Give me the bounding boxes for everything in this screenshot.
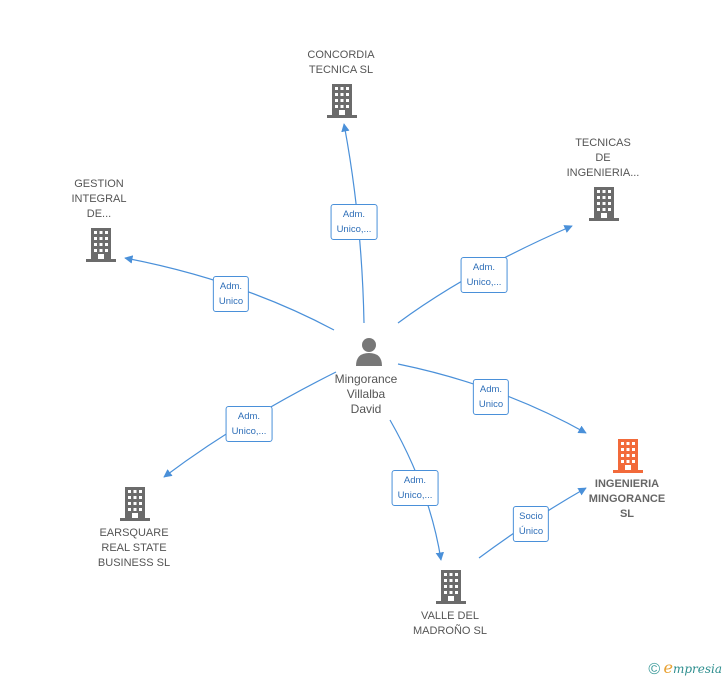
building-icon[interactable] bbox=[85, 228, 117, 262]
building-icon[interactable] bbox=[119, 487, 151, 521]
company-label-ingenieria[interactable]: INGENIERIA MINGORANCE SL bbox=[588, 478, 666, 520]
edge-label-ingenieria[interactable]: Adm. Unico bbox=[472, 379, 510, 415]
person-icon[interactable] bbox=[354, 336, 384, 366]
edge-label-valle-ingenieria[interactable]: Socio Único bbox=[512, 506, 550, 542]
building-icon[interactable] bbox=[435, 570, 467, 604]
brand-logo[interactable]: empresia bbox=[663, 658, 722, 677]
building-icon[interactable] bbox=[326, 84, 358, 118]
edge-label-concordia[interactable]: Adm. Unico,... bbox=[330, 204, 378, 240]
company-label-tecnicas[interactable]: TECNICAS DE INGENIERIA... bbox=[566, 137, 640, 179]
edge-label-earsquare[interactable]: Adm. Unico,... bbox=[225, 406, 273, 442]
building-icon[interactable] bbox=[612, 439, 644, 473]
person-label[interactable]: Mingorance Villalba David bbox=[334, 372, 398, 416]
edge-label-gestion[interactable]: Adm. Unico bbox=[212, 276, 250, 312]
company-label-concordia[interactable]: CONCORDIA TECNICA SL bbox=[307, 49, 375, 76]
company-label-earsquare[interactable]: EARSQUARE REAL STATE BUSINESS SL bbox=[97, 527, 171, 569]
edge-label-valle[interactable]: Adm. Unico,... bbox=[391, 470, 439, 506]
company-label-gestion[interactable]: GESTION INTEGRAL DE... bbox=[71, 178, 127, 220]
copyright-symbol: © bbox=[648, 661, 661, 678]
company-label-valle[interactable]: VALLE DEL MADROÑO SL bbox=[413, 610, 487, 637]
edge-label-tecnicas[interactable]: Adm. Unico,... bbox=[460, 257, 508, 293]
building-icon[interactable] bbox=[588, 187, 620, 221]
copyright: © empresia bbox=[648, 658, 722, 679]
